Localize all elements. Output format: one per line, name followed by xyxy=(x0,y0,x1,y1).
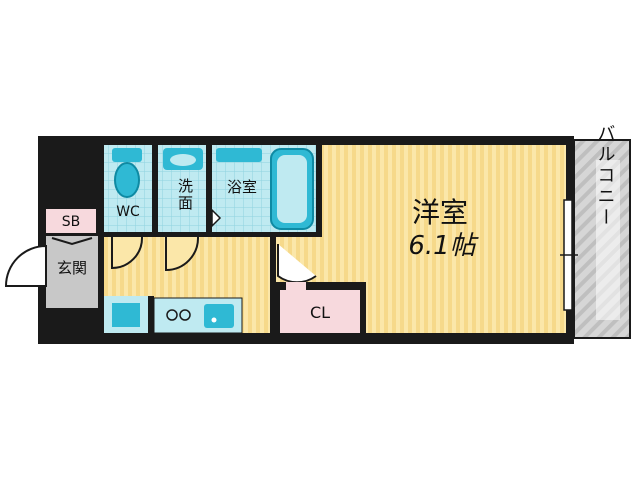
bath-label: 浴室 xyxy=(227,178,257,196)
toilet-label: WC xyxy=(116,204,140,220)
balcony-inner xyxy=(596,160,620,320)
partition-wall xyxy=(206,145,212,233)
entrance-label: 玄関 xyxy=(57,259,87,277)
entrance-floor xyxy=(46,236,98,308)
bathtub-inner xyxy=(277,155,307,223)
shoe-box-label: SB xyxy=(62,214,81,230)
washroom-door-swing xyxy=(165,236,200,272)
western-room-label: 洋室 xyxy=(412,196,468,229)
toilet-tank xyxy=(112,148,142,162)
partition-wall xyxy=(104,232,320,237)
kitchen-wall xyxy=(148,296,154,333)
partition-wall xyxy=(316,145,322,237)
washroom-label: 洗面 xyxy=(176,178,194,212)
sink-drain xyxy=(211,317,217,323)
partition-wall xyxy=(152,145,158,233)
balcony-label: バルコニー xyxy=(595,124,616,229)
basin-bowl xyxy=(170,154,196,166)
closet-opening xyxy=(286,282,306,290)
entrance-door-swing xyxy=(4,244,47,287)
shoe-box xyxy=(46,209,96,233)
closet-label: CL xyxy=(310,303,330,322)
bath-door-marker xyxy=(211,208,222,228)
toilet-door-swing xyxy=(111,236,144,270)
toilet-bowl-icon xyxy=(114,162,140,198)
bath-sink-icon xyxy=(216,148,262,162)
stove-burner-icon xyxy=(179,309,191,321)
kitchen-sink-icon xyxy=(204,304,234,328)
stove-burner-icon xyxy=(166,309,178,321)
fridge-icon xyxy=(112,303,140,327)
entrance-step-chevron xyxy=(51,237,93,246)
western-room-size: 6.1帖 xyxy=(408,231,479,261)
closet-floor xyxy=(280,290,360,333)
